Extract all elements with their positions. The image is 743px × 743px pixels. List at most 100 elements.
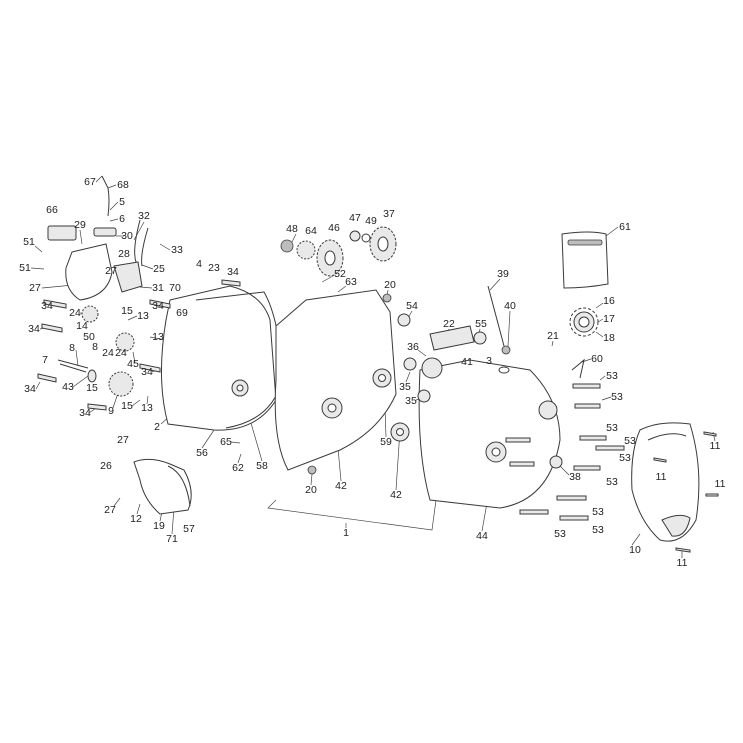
part-label-29: 29 (74, 218, 86, 231)
part-label-3: 3 (486, 354, 492, 367)
part-label-24: 24 (69, 306, 81, 319)
part-label-15: 15 (121, 304, 133, 317)
part-label-38: 38 (569, 470, 581, 483)
leader-lines (30, 175, 716, 558)
part-label-15: 15 (86, 381, 98, 394)
part-label-34: 34 (141, 365, 153, 378)
part-label-53: 53 (592, 505, 604, 518)
center-crankcase (274, 289, 410, 475)
part-label-11: 11 (709, 439, 721, 452)
part-label-4: 4 (196, 257, 202, 270)
part-label-43: 43 (62, 380, 74, 393)
part-label-9: 9 (108, 404, 114, 417)
part-label-1: 1 (343, 526, 349, 539)
part-label-25: 25 (153, 262, 165, 275)
part-label-8: 8 (92, 340, 98, 353)
part-label-36: 36 (407, 340, 419, 353)
part-label-53: 53 (611, 390, 623, 403)
part-label-31: 31 (152, 281, 164, 294)
part-61-bag (561, 231, 609, 289)
part-label-28: 28 (118, 247, 130, 260)
part-label-26: 26 (100, 459, 112, 472)
part-label-45: 45 (127, 357, 139, 370)
part-label-54: 54 (406, 299, 418, 312)
part-label-53: 53 (592, 523, 604, 536)
part-label-40: 40 (504, 299, 516, 312)
part-label-34: 34 (79, 406, 91, 419)
part-label-21: 21 (547, 329, 559, 342)
part-label-24: 24 (102, 346, 114, 359)
part-label-44: 44 (476, 529, 488, 542)
part-label-11: 11 (655, 470, 667, 483)
part-label-58: 58 (256, 459, 268, 472)
part-label-41: 41 (461, 355, 473, 368)
part-label-61: 61 (619, 220, 631, 233)
gears-group (280, 226, 397, 277)
part-label-22: 22 (443, 317, 455, 330)
left-cover-group (47, 175, 149, 397)
part-label-53: 53 (554, 527, 566, 540)
part-label-62: 62 (232, 461, 244, 474)
part-label-35: 35 (405, 394, 417, 407)
part-label-42: 42 (335, 479, 347, 492)
part-label-53: 53 (624, 434, 636, 447)
part-label-19: 19 (153, 519, 165, 532)
part-label-15: 15 (121, 399, 133, 412)
part-label-56: 56 (196, 446, 208, 459)
part-label-50: 50 (83, 330, 95, 343)
part-label-14: 14 (76, 319, 88, 332)
part-label-60: 60 (591, 352, 603, 365)
part-label-27: 27 (105, 264, 117, 277)
part-label-17: 17 (603, 312, 615, 325)
left-crankcase (160, 285, 283, 431)
part-label-67: 67 (84, 175, 96, 188)
part-label-27: 27 (104, 503, 116, 516)
part-label-34: 34 (152, 299, 164, 312)
part-label-30: 30 (121, 229, 133, 242)
part-16-sprocket (569, 307, 599, 337)
part-label-5: 5 (119, 195, 125, 208)
water-pump (133, 458, 192, 515)
part-label-2: 2 (154, 420, 160, 433)
part-label-16: 16 (603, 294, 615, 307)
part-label-37: 37 (383, 207, 395, 220)
part-label-69: 69 (176, 306, 188, 319)
part-label-51: 51 (19, 261, 31, 274)
part-label-20: 20 (305, 483, 317, 496)
part-label-20: 20 (384, 278, 396, 291)
part-label-24: 24 (115, 346, 127, 359)
part-label-8: 8 (69, 341, 75, 354)
part-label-33: 33 (171, 243, 183, 256)
part-label-66: 66 (46, 203, 58, 216)
part-label-34: 34 (227, 265, 239, 278)
right-crankcase (397, 285, 585, 509)
part-label-12: 12 (130, 512, 142, 525)
part-label-39: 39 (497, 267, 509, 280)
part-label-57: 57 (183, 522, 195, 535)
part-label-64: 64 (305, 224, 317, 237)
part-label-51: 51 (23, 235, 35, 248)
part-10-cover (631, 422, 700, 542)
part-label-65: 65 (220, 435, 232, 448)
part-label-68: 68 (117, 178, 129, 191)
part-label-10: 10 (629, 543, 641, 556)
part-label-13: 13 (152, 330, 164, 343)
part-label-34: 34 (28, 322, 40, 335)
part-label-48: 48 (286, 222, 298, 235)
part-label-34: 34 (24, 382, 36, 395)
part-label-32: 32 (138, 209, 150, 222)
part-label-55: 55 (475, 317, 487, 330)
part-label-34: 34 (41, 299, 53, 312)
part-label-35: 35 (399, 380, 411, 393)
part-label-11: 11 (676, 556, 688, 569)
part-label-52: 52 (334, 267, 346, 280)
part-label-47: 47 (349, 211, 361, 224)
part-label-13: 13 (141, 401, 153, 414)
part-label-49: 49 (365, 214, 377, 227)
part-label-70: 70 (169, 281, 181, 294)
part-label-6: 6 (119, 212, 125, 225)
part-label-53: 53 (606, 421, 618, 434)
part-label-59: 59 (380, 435, 392, 448)
